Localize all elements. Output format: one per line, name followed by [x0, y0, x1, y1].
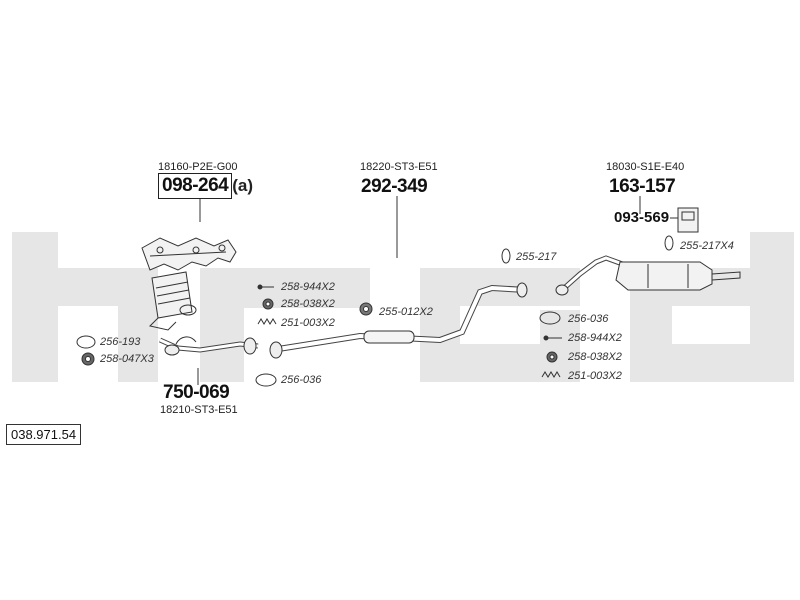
hanger-255-217: [501, 248, 511, 264]
manifold-oem-number: 18160-P2E-G00: [158, 161, 238, 173]
part-label-258-944-a[interactable]: 258-944X2: [281, 281, 335, 293]
gasket-256-036-b: [539, 311, 561, 325]
front-pipe-oem-number: 18210-ST3-E51: [160, 404, 238, 416]
hanger-part-number[interactable]: 093-569: [614, 209, 670, 226]
manifold-part-suffix: (a): [232, 176, 254, 195]
gasket-256-036-a: [255, 373, 277, 387]
part-label-255-217[interactable]: 255-217: [516, 251, 557, 263]
part-label-258-038-a[interactable]: 258-038X2: [281, 298, 335, 310]
part-label-258-944-b[interactable]: 258-944X2: [568, 332, 622, 344]
manifold-part-label[interactable]: 098-264(a): [158, 173, 254, 199]
hanger-255-217x4: [664, 235, 674, 251]
part-label-256-036-a[interactable]: 256-036: [281, 374, 322, 386]
rear-muffler-part-number[interactable]: 163-157: [609, 176, 676, 197]
front-pipe-part-number[interactable]: 750-069: [163, 382, 230, 403]
rear-muffler-oem-number: 18030-S1E-E40: [606, 161, 685, 173]
catalytic-converter: [149, 271, 197, 331]
part-label-251-003-a[interactable]: 251-003X2: [281, 317, 335, 329]
manifold-part-number[interactable]: 098-264: [158, 173, 233, 199]
middle-pipe-part-number[interactable]: 292-349: [361, 176, 428, 197]
part-label-255-012[interactable]: 255-012X2: [379, 306, 433, 318]
middle-pipe: [269, 282, 528, 359]
spring-251-003-b: [541, 371, 561, 378]
part-label-251-003-b[interactable]: 251-003X2: [568, 370, 622, 382]
gasket-256-193: [76, 335, 96, 349]
part-label-256-193[interactable]: 256-193: [100, 336, 141, 348]
part-label-255-217x4[interactable]: 255-217X4: [680, 240, 734, 252]
middle-pipe-oem-number: 18220-ST3-E51: [360, 161, 438, 173]
exhaust-manifold: [141, 237, 237, 271]
muffler-hanger: [677, 207, 699, 233]
part-label-258-038-b[interactable]: 258-038X2: [568, 351, 622, 363]
spring-251-003-a: [257, 318, 277, 325]
part-label-256-036-b[interactable]: 256-036: [568, 313, 609, 325]
front-pipe: [158, 336, 259, 356]
rear-muffler: [555, 255, 741, 296]
part-label-258-047[interactable]: 258-047X3: [100, 353, 154, 365]
catalog-number: 038.971.54: [6, 424, 82, 445]
